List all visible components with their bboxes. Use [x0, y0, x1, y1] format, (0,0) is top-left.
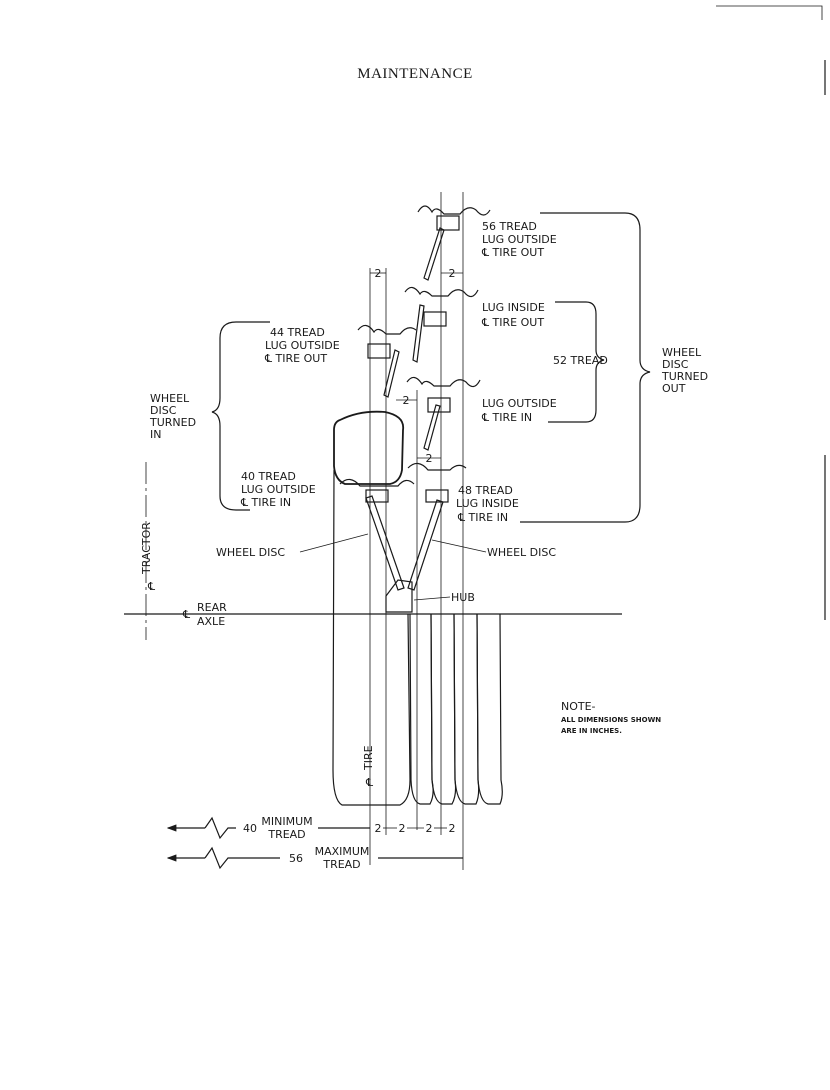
- svg-text:℄ TIRE OUT: ℄ TIRE OUT: [481, 316, 544, 329]
- rim-profiles: [339, 205, 491, 503]
- label-44-tread: 44 TREAD LUG OUTSIDE ℄ TIRE OUT: [264, 326, 340, 365]
- svg-text:40 TREAD: 40 TREAD: [241, 470, 296, 483]
- tire-profiles: [409, 613, 503, 805]
- label-52-lug-outside: LUG OUTSIDE ℄ TIRE IN: [481, 397, 557, 424]
- svg-text:40: 40: [243, 822, 257, 835]
- svg-text:MINIMUM: MINIMUM: [261, 815, 312, 828]
- brace-52-tread: [548, 301, 605, 423]
- label-wheel-disc-right: WHEEL DISC: [487, 546, 556, 559]
- label-tire: TIRE: [362, 745, 375, 771]
- svg-text:2: 2: [375, 822, 382, 835]
- label-40-tread: 40 TREAD LUG OUTSIDE ℄ TIRE IN: [240, 470, 316, 509]
- tire-outline: [333, 410, 405, 485]
- label-tractor: TRACTOR: [140, 522, 153, 575]
- svg-text:ALL DIMENSIONS SHOWN: ALL DIMENSIONS SHOWN: [561, 716, 661, 724]
- svg-text:2: 2: [399, 822, 406, 835]
- svg-text:2: 2: [426, 822, 433, 835]
- svg-text:44 TREAD: 44 TREAD: [270, 326, 325, 339]
- label-52-tread: 52 TREAD: [553, 354, 608, 367]
- svg-text:2: 2: [403, 394, 410, 407]
- svg-text:TURNED: TURNED: [661, 370, 708, 383]
- svg-text:WHEEL: WHEEL: [150, 392, 190, 405]
- svg-text:TREAD: TREAD: [267, 828, 305, 841]
- hub-shape: [385, 579, 413, 613]
- label-rear-axle: ℄ REAR AXLE: [182, 601, 227, 628]
- minimum-tread-dimension: 40 MINIMUM TREAD 2 2 2 2: [166, 815, 456, 841]
- label-disc-turned-out: WHEEL DISC TURNED OUT: [661, 346, 708, 395]
- svg-text:℄: ℄: [182, 608, 190, 621]
- label-52-lug-inside: LUG INSIDE ℄ TIRE OUT: [481, 301, 545, 329]
- svg-text:℄ TIRE OUT: ℄ TIRE OUT: [264, 352, 327, 365]
- page-corner-mark: [716, 5, 823, 20]
- tire-centerline-symbol: ℄: [365, 776, 373, 789]
- svg-text:TREAD: TREAD: [322, 858, 360, 871]
- svg-text:MAXIMUM: MAXIMUM: [315, 845, 370, 858]
- svg-text:ARE IN INCHES.: ARE IN INCHES.: [561, 727, 622, 735]
- svg-text:56 TREAD: 56 TREAD: [482, 220, 537, 233]
- note: NOTE- ALL DIMENSIONS SHOWN ARE IN INCHES…: [561, 700, 661, 735]
- svg-text:IN: IN: [150, 428, 161, 441]
- svg-text:WHEEL: WHEEL: [662, 346, 702, 359]
- svg-text:2: 2: [449, 267, 456, 280]
- maximum-tread-dimension: 56 MAXIMUM TREAD: [166, 845, 463, 871]
- svg-text:LUG INSIDE: LUG INSIDE: [456, 497, 519, 510]
- label-48-tread: 48 TREAD LUG INSIDE ℄ TIRE IN: [456, 484, 519, 524]
- svg-text:DISC: DISC: [662, 358, 689, 371]
- label-hub: HUB: [451, 591, 475, 604]
- svg-text:TURNED: TURNED: [149, 416, 196, 429]
- svg-text:LUG OUTSIDE: LUG OUTSIDE: [241, 483, 316, 496]
- wheel-disc-shapes: [365, 227, 445, 591]
- brace-disc-out: [520, 212, 651, 523]
- svg-text:℄ TIRE IN: ℄ TIRE IN: [457, 511, 508, 524]
- svg-text:2: 2: [449, 822, 456, 835]
- svg-text:AXLE: AXLE: [197, 615, 225, 628]
- brace-disc-in: [211, 321, 270, 511]
- page-title: MAINTENANCE: [357, 66, 473, 82]
- centerline-symbol: ℄: [147, 580, 155, 593]
- svg-text:DISC: DISC: [150, 404, 177, 417]
- svg-text:48 TREAD: 48 TREAD: [458, 484, 513, 497]
- dimension-2-top: 2 2 2 2: [370, 267, 463, 465]
- label-56-tread: 56 TREAD LUG OUTSIDE ℄ TIRE OUT: [481, 220, 557, 259]
- leader-lines: [299, 533, 487, 601]
- svg-text:2: 2: [375, 267, 382, 280]
- label-disc-turned-in: WHEEL DISC TURNED IN: [149, 392, 196, 441]
- svg-text:LUG OUTSIDE: LUG OUTSIDE: [482, 397, 557, 410]
- svg-text:REAR: REAR: [197, 601, 227, 614]
- label-wheel-disc-left: WHEEL DISC: [216, 546, 285, 559]
- svg-text:℄ TIRE IN: ℄ TIRE IN: [240, 496, 291, 509]
- svg-text:2: 2: [426, 452, 433, 465]
- svg-text:LUG OUTSIDE: LUG OUTSIDE: [482, 233, 557, 246]
- svg-text:OUT: OUT: [662, 382, 686, 395]
- svg-text:LUG INSIDE: LUG INSIDE: [482, 301, 545, 314]
- svg-text:LUG OUTSIDE: LUG OUTSIDE: [265, 339, 340, 352]
- note-title: NOTE-: [561, 700, 596, 713]
- tire-body: [332, 469, 411, 806]
- svg-text:56: 56: [289, 852, 303, 865]
- svg-text:℄ TIRE IN: ℄ TIRE IN: [481, 411, 532, 424]
- svg-text:℄ TIRE OUT: ℄ TIRE OUT: [481, 246, 544, 259]
- reference-lines: [369, 192, 464, 870]
